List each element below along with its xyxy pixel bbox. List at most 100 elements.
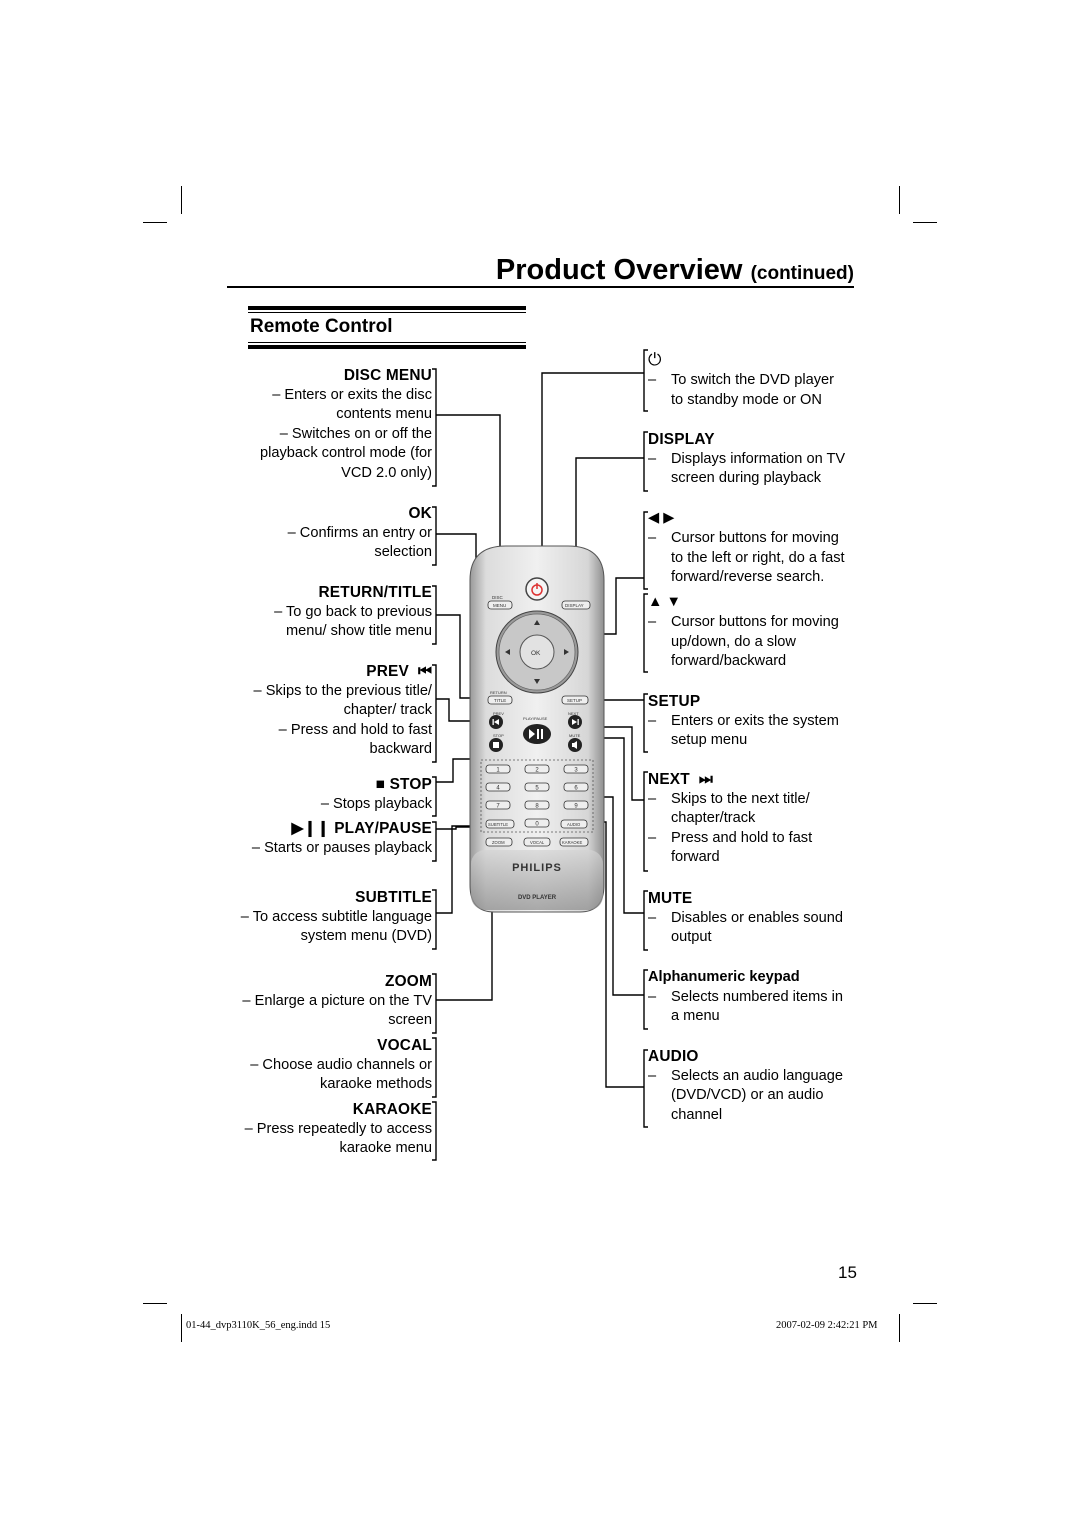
- keypad-key-3: [563, 764, 589, 774]
- callout-audio: AUDIO –Selects an audio language (DVD/VC…: [648, 1048, 844, 1123]
- callout-setup: SETUP –Enters or exits the system setup …: [648, 693, 839, 749]
- callout-vocal: VOCAL – Choose audio channels or karaoke…: [250, 1037, 432, 1093]
- svg-text:DISPLAY: DISPLAY: [565, 603, 584, 608]
- section-rule: [248, 312, 526, 313]
- keypad-key-2: [524, 764, 550, 774]
- display-button: [561, 600, 591, 610]
- crop-mark: [913, 222, 937, 223]
- keypad-key-5: [524, 782, 550, 792]
- crop-mark: [181, 1314, 182, 1342]
- keypad-key-label: 1: [496, 768, 500, 774]
- svg-text:ZOOM: ZOOM: [492, 840, 505, 845]
- svg-text:KARAOKE: KARAOKE: [562, 840, 582, 845]
- footer-date: 2007-02-09 2:42:21 PM: [776, 1320, 878, 1331]
- page-title: Product Overview (continued): [495, 254, 854, 286]
- svg-text:VOCAL: VOCAL: [530, 840, 545, 845]
- page-title-continued: (continued): [750, 263, 854, 284]
- svg-text:SETUP: SETUP: [567, 698, 582, 703]
- page-number: 15: [838, 1263, 857, 1282]
- callout-ok: OK – Confirms an entry or selection: [287, 505, 432, 561]
- callout-up-down: ▲︎ ▼︎ –Cursor buttons for moving up/down…: [648, 594, 839, 670]
- disc-menu-button: [487, 600, 513, 610]
- keypad-key-9: [563, 800, 589, 810]
- keypad-key-label: 8: [535, 804, 539, 810]
- keypad-key-label: 3: [574, 768, 578, 774]
- crop-mark: [899, 186, 900, 214]
- svg-text:DISC: DISC: [492, 595, 504, 600]
- crop-mark: [181, 186, 182, 214]
- play-pause-icon: ▶❙❙: [291, 820, 330, 837]
- arrow-down: [534, 679, 540, 684]
- callout-display: DISPLAY –Displays information on TV scre…: [648, 431, 846, 487]
- callout-keypad: Alphanumeric keypad –Selects numbered it…: [648, 969, 843, 1025]
- callout-next: NEXT ⏭︎ –Skips to the next title/ chapte…: [648, 771, 813, 866]
- leader-lines: [432, 349, 648, 1161]
- arrow-left: [505, 649, 510, 655]
- callout-zoom: ZOOM – Enlarge a picture on the TV scree…: [242, 973, 432, 1029]
- svg-text:SUBTITLE: SUBTITLE: [488, 822, 508, 827]
- keypad-key-label: 7: [496, 804, 500, 810]
- crop-mark: [143, 222, 167, 223]
- return-title-button: [487, 695, 513, 705]
- callout-return-title: RETURN/TITLE – To go back to previous me…: [274, 584, 432, 640]
- keypad-key-label: 2: [535, 768, 539, 774]
- callout-disc-menu: DISC MENU – Enters or exits the disc con…: [260, 367, 432, 481]
- crop-mark: [143, 1303, 167, 1304]
- model-label: DVD PLAYER: [518, 895, 557, 901]
- section-rule: [248, 345, 526, 349]
- callout-play-pause: ▶❙❙ PLAY/PAUSE – Starts or pauses playba…: [251, 820, 432, 856]
- keypad-key-label: 5: [535, 786, 539, 792]
- keypad-key-0: [524, 818, 550, 828]
- section-title: Remote Control: [250, 316, 393, 337]
- callout-power: ⏻︎ –To switch the DVD player to standby …: [648, 350, 835, 408]
- keypad-key-4: [485, 782, 511, 792]
- keypad-key-label: 0: [535, 822, 539, 828]
- svg-text:PLAY/PAUSE: PLAY/PAUSE: [523, 716, 548, 721]
- arrow-up: [534, 620, 540, 625]
- vocal-button: [523, 837, 551, 847]
- svg-text:MUTE: MUTE: [569, 733, 581, 738]
- svg-text:STOP: STOP: [493, 733, 504, 738]
- callout-subtitle: SUBTITLE – To access subtitle language s…: [240, 889, 432, 945]
- keypad-key-label: 6: [574, 786, 578, 792]
- svg-text:PREV: PREV: [493, 711, 504, 716]
- svg-text:TITLE: TITLE: [494, 698, 506, 703]
- stop-icon: ■: [375, 776, 386, 793]
- callout-stop: ■ STOP – Stops playback: [320, 776, 432, 812]
- arrow-right: [564, 649, 569, 655]
- keypad-key-label: 4: [496, 786, 500, 792]
- keypad-key-6: [563, 782, 589, 792]
- svg-text:MENU: MENU: [493, 603, 506, 608]
- brand-logo: PHILIPS: [512, 862, 562, 874]
- subtitle-button: [485, 819, 515, 829]
- keypad-area: [480, 759, 594, 833]
- callout-prev: PREV ⏮︎ – Skips to the previous title/ c…: [253, 663, 432, 758]
- up-down-arrows-icon: ▲︎ ▼︎: [648, 594, 681, 610]
- keypad-key-7: [485, 800, 511, 810]
- prev-icon: ⏮︎: [417, 663, 432, 680]
- keypad-key-8: [524, 800, 550, 810]
- section-rule: [248, 342, 526, 343]
- svg-text:NEXT: NEXT: [568, 711, 579, 716]
- section-rule: [248, 306, 526, 310]
- callout-karaoke: KARAOKE – Press repeatedly to access kar…: [244, 1101, 432, 1157]
- audio-button: [560, 819, 588, 829]
- karaoke-button: [559, 837, 589, 847]
- next-icon: ⏭︎: [698, 771, 713, 788]
- ok-button: [519, 634, 555, 670]
- setup-button: [561, 695, 589, 705]
- keypad-key-1: [485, 764, 511, 774]
- crop-mark: [913, 1303, 937, 1304]
- svg-text:AUDIO: AUDIO: [567, 822, 581, 827]
- crop-mark: [899, 1314, 900, 1342]
- zoom-button: [485, 837, 513, 847]
- footer-file: 01-44_dvp3110K_56_eng.indd 15: [186, 1320, 331, 1331]
- svg-text:RETURN: RETURN: [490, 690, 507, 695]
- power-icon: ⏻︎: [648, 350, 662, 369]
- svg-text:OK: OK: [531, 650, 541, 657]
- keypad-key-label: 9: [574, 804, 578, 810]
- left-right-arrows-icon: ◀︎ ▶︎: [648, 510, 675, 526]
- title-rule: [227, 286, 854, 288]
- callout-left-right: ◀︎ ▶︎ –Cursor buttons for moving to the …: [648, 510, 845, 586]
